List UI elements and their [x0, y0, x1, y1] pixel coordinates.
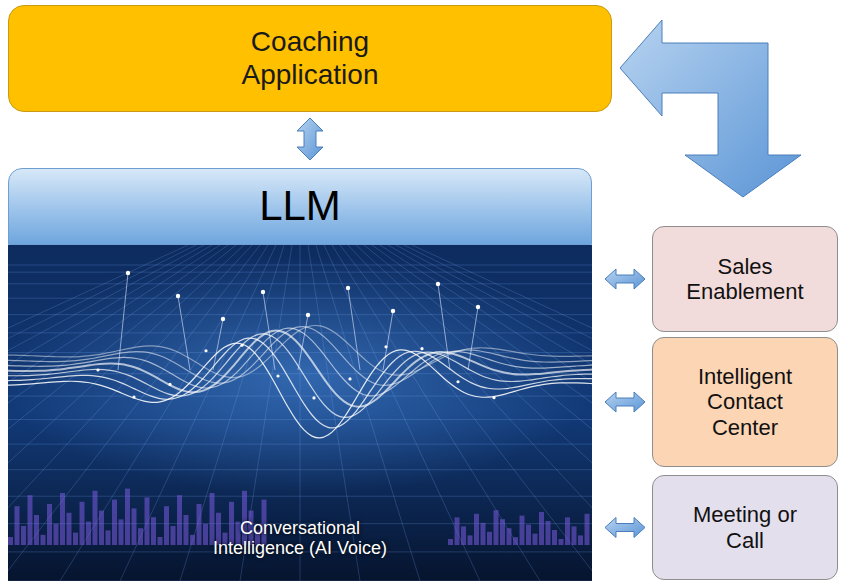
box-label: Meeting or Call	[680, 502, 810, 553]
block-arrow	[297, 118, 323, 160]
box-label: Coaching Application	[220, 26, 400, 90]
voice-illustration-band: Conversational Intelligence (AI Voice)	[8, 245, 592, 581]
box-label: Conversational Intelligence (AI Voice)	[193, 518, 408, 559]
llm-bar: LLM	[8, 168, 592, 245]
source-box: Intelligent Contact Center	[652, 337, 838, 467]
box-label: Sales Enablement	[680, 254, 810, 305]
source-box: Meeting or Call	[652, 475, 838, 580]
block-arrow	[620, 20, 801, 197]
box-label: Intelligent Contact Center	[680, 364, 810, 440]
source-box: Sales Enablement	[652, 226, 838, 332]
application-box: Coaching Application	[8, 5, 612, 112]
block-arrow	[605, 392, 645, 412]
block-arrow	[605, 269, 645, 289]
block-arrow	[605, 518, 645, 538]
llm-label: LLM	[259, 182, 341, 230]
